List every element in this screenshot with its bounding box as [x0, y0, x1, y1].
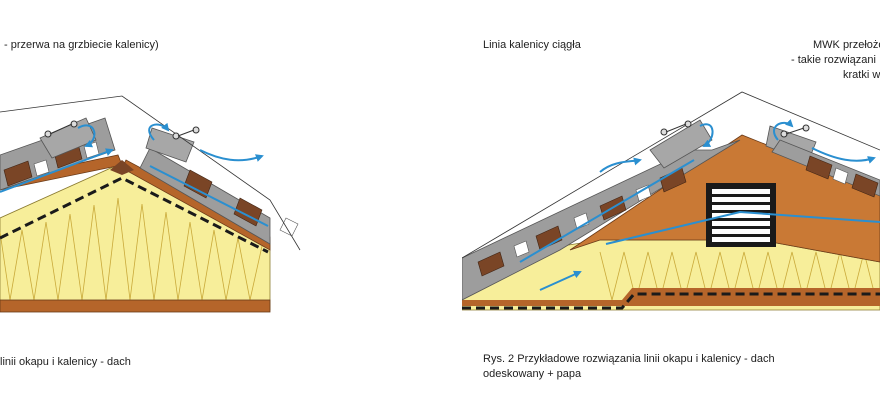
right-roof-diagram [462, 91, 880, 311]
right-vent-gaps-left [513, 184, 652, 258]
right-airflow-arrows [519, 118, 880, 291]
right-vent-gaps-right [832, 167, 849, 185]
right-bottom-timber [462, 288, 880, 306]
mwk-label-line3: kratki w [843, 69, 880, 81]
ridge-label: Linia kalenicy ciągła [483, 39, 581, 51]
figure-caption-line2: odeskowany + papa [483, 368, 582, 380]
left-membrane [0, 176, 269, 254]
gable-vent-grille [706, 183, 776, 247]
left-insulation [0, 162, 271, 311]
left-roof-outline [0, 95, 301, 251]
mwk-label-line2: - takie rozwiązani [791, 54, 876, 66]
left-airflow-arrows [0, 122, 269, 227]
left-ridge-timber [110, 160, 134, 175]
left-top-label: - przerwa na grzbiecie kalenicy) [4, 39, 159, 51]
left-ridge-clamp-2 [172, 126, 200, 140]
right-roof-outline [462, 91, 880, 259]
left-ridge-clamp-1 [44, 120, 78, 138]
left-bottom-board [0, 299, 271, 313]
left-ridge-cap-right [145, 127, 195, 163]
right-ridge-clamp-1 [660, 120, 692, 136]
mwk-label-line1: MWK przełożo [813, 39, 880, 51]
figure-caption-line1: Rys. 2 Przykładowe rozwiązania linii oka… [483, 353, 775, 365]
right-battens-right [805, 155, 879, 198]
left-roof-diagram [0, 95, 301, 313]
right-ridge-clamp-2 [780, 124, 810, 138]
right-ridge-cap-left [649, 119, 713, 169]
right-membrane [462, 292, 880, 310]
left-caption: linii okapu i kalenicy - dach [0, 356, 131, 368]
